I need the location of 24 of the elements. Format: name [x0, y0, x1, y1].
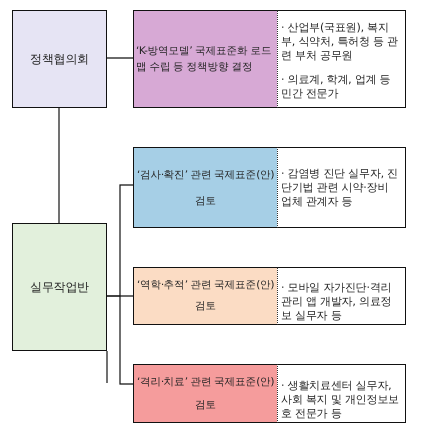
connector-line	[107, 57, 133, 59]
task-box	[133, 147, 277, 228]
member-box	[277, 267, 406, 325]
task-box	[133, 364, 277, 423]
member-text: · 모바일 자가진단·격리관리 앱 개발자, 의료정보 실무자 등	[281, 281, 392, 323]
task-text: ‘역학·추적’ 관련 국제표준(안) 검토	[136, 278, 275, 314]
task-text: ‘격리·치료’ 관련 국제표준(안) 검토	[136, 374, 275, 412]
working-group-label: 실무작업반	[30, 280, 89, 294]
task-text: ‘K-방역모델’ 국제표준화 로드맵 수립 등 정책방향 결정	[136, 44, 272, 75]
task-text: ‘검사·확진’ 관련 국제표준(안) 검토	[136, 168, 275, 208]
working-group-box	[12, 223, 107, 351]
connector-line	[58, 108, 60, 223]
connector-line	[107, 295, 133, 385]
member-text: · 산업부(국표원), 복지부, 식약처, 특허청 등 관련 부처 공무원	[281, 21, 399, 63]
committee-label: 정책협의회	[30, 52, 89, 66]
member-box	[277, 10, 406, 108]
member-box	[277, 147, 406, 228]
member-text: · 감염병 진단 실무자, 진단기법 관련 시약·장비 업체 관계자 등	[281, 167, 399, 209]
member-box	[277, 364, 406, 423]
committee-box	[12, 10, 107, 108]
task-box	[133, 267, 277, 325]
member-text: · 생활치료센터 실무자, 사회 복지 및 개인정보보호 전문가 등	[281, 379, 400, 421]
member-text: · 의료계, 학계, 업계 등 민간 전문가	[281, 73, 392, 101]
task-box	[133, 10, 277, 108]
